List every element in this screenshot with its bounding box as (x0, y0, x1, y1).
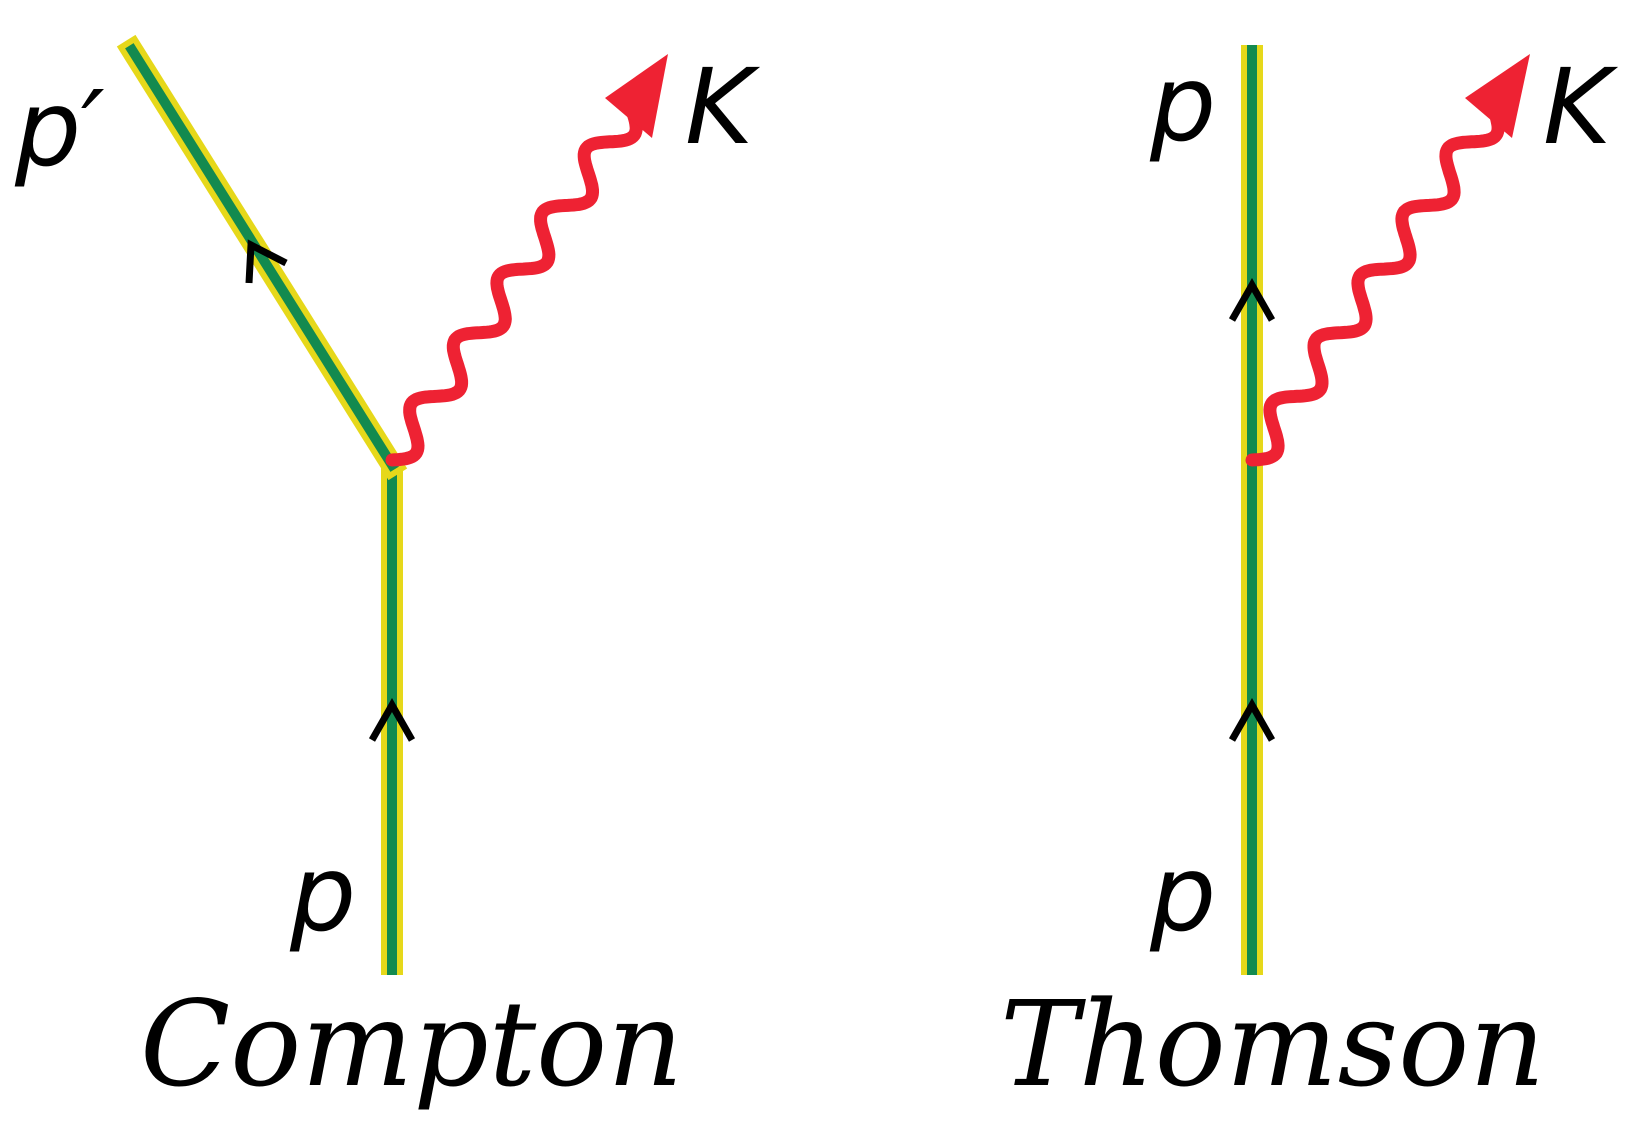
compton-label-incoming: p (289, 833, 356, 955)
thomson-label-photon: K (1543, 46, 1619, 168)
compton-diagram: p′ K p Compton (14, 34, 761, 1113)
thomson-diagram: p K p Thomson (1000, 43, 1619, 1113)
compton-incoming-arrow-icon (368, 697, 416, 742)
thomson-label-incoming: p (1149, 833, 1216, 955)
thomson-label-outgoing: p (1149, 43, 1216, 165)
compton-label-photon: K (685, 46, 761, 168)
thomson-outgoing-arrow-icon (1228, 277, 1276, 322)
compton-photon-wavy-line (385, 103, 643, 467)
compton-outgoing-particle-line (116, 34, 408, 481)
thomson-photon-wavy-line (1245, 103, 1505, 467)
compton-label-outgoing: p′ (14, 68, 105, 190)
compton-caption: Compton (140, 975, 683, 1113)
compton-outgoing-arrow-icon (245, 239, 288, 284)
thomson-incoming-arrow-icon (1228, 697, 1276, 742)
thomson-caption: Thomson (1000, 975, 1545, 1113)
compton-photon-arrowhead-icon (605, 54, 668, 138)
thomson-photon-arrowhead-icon (1465, 54, 1530, 138)
